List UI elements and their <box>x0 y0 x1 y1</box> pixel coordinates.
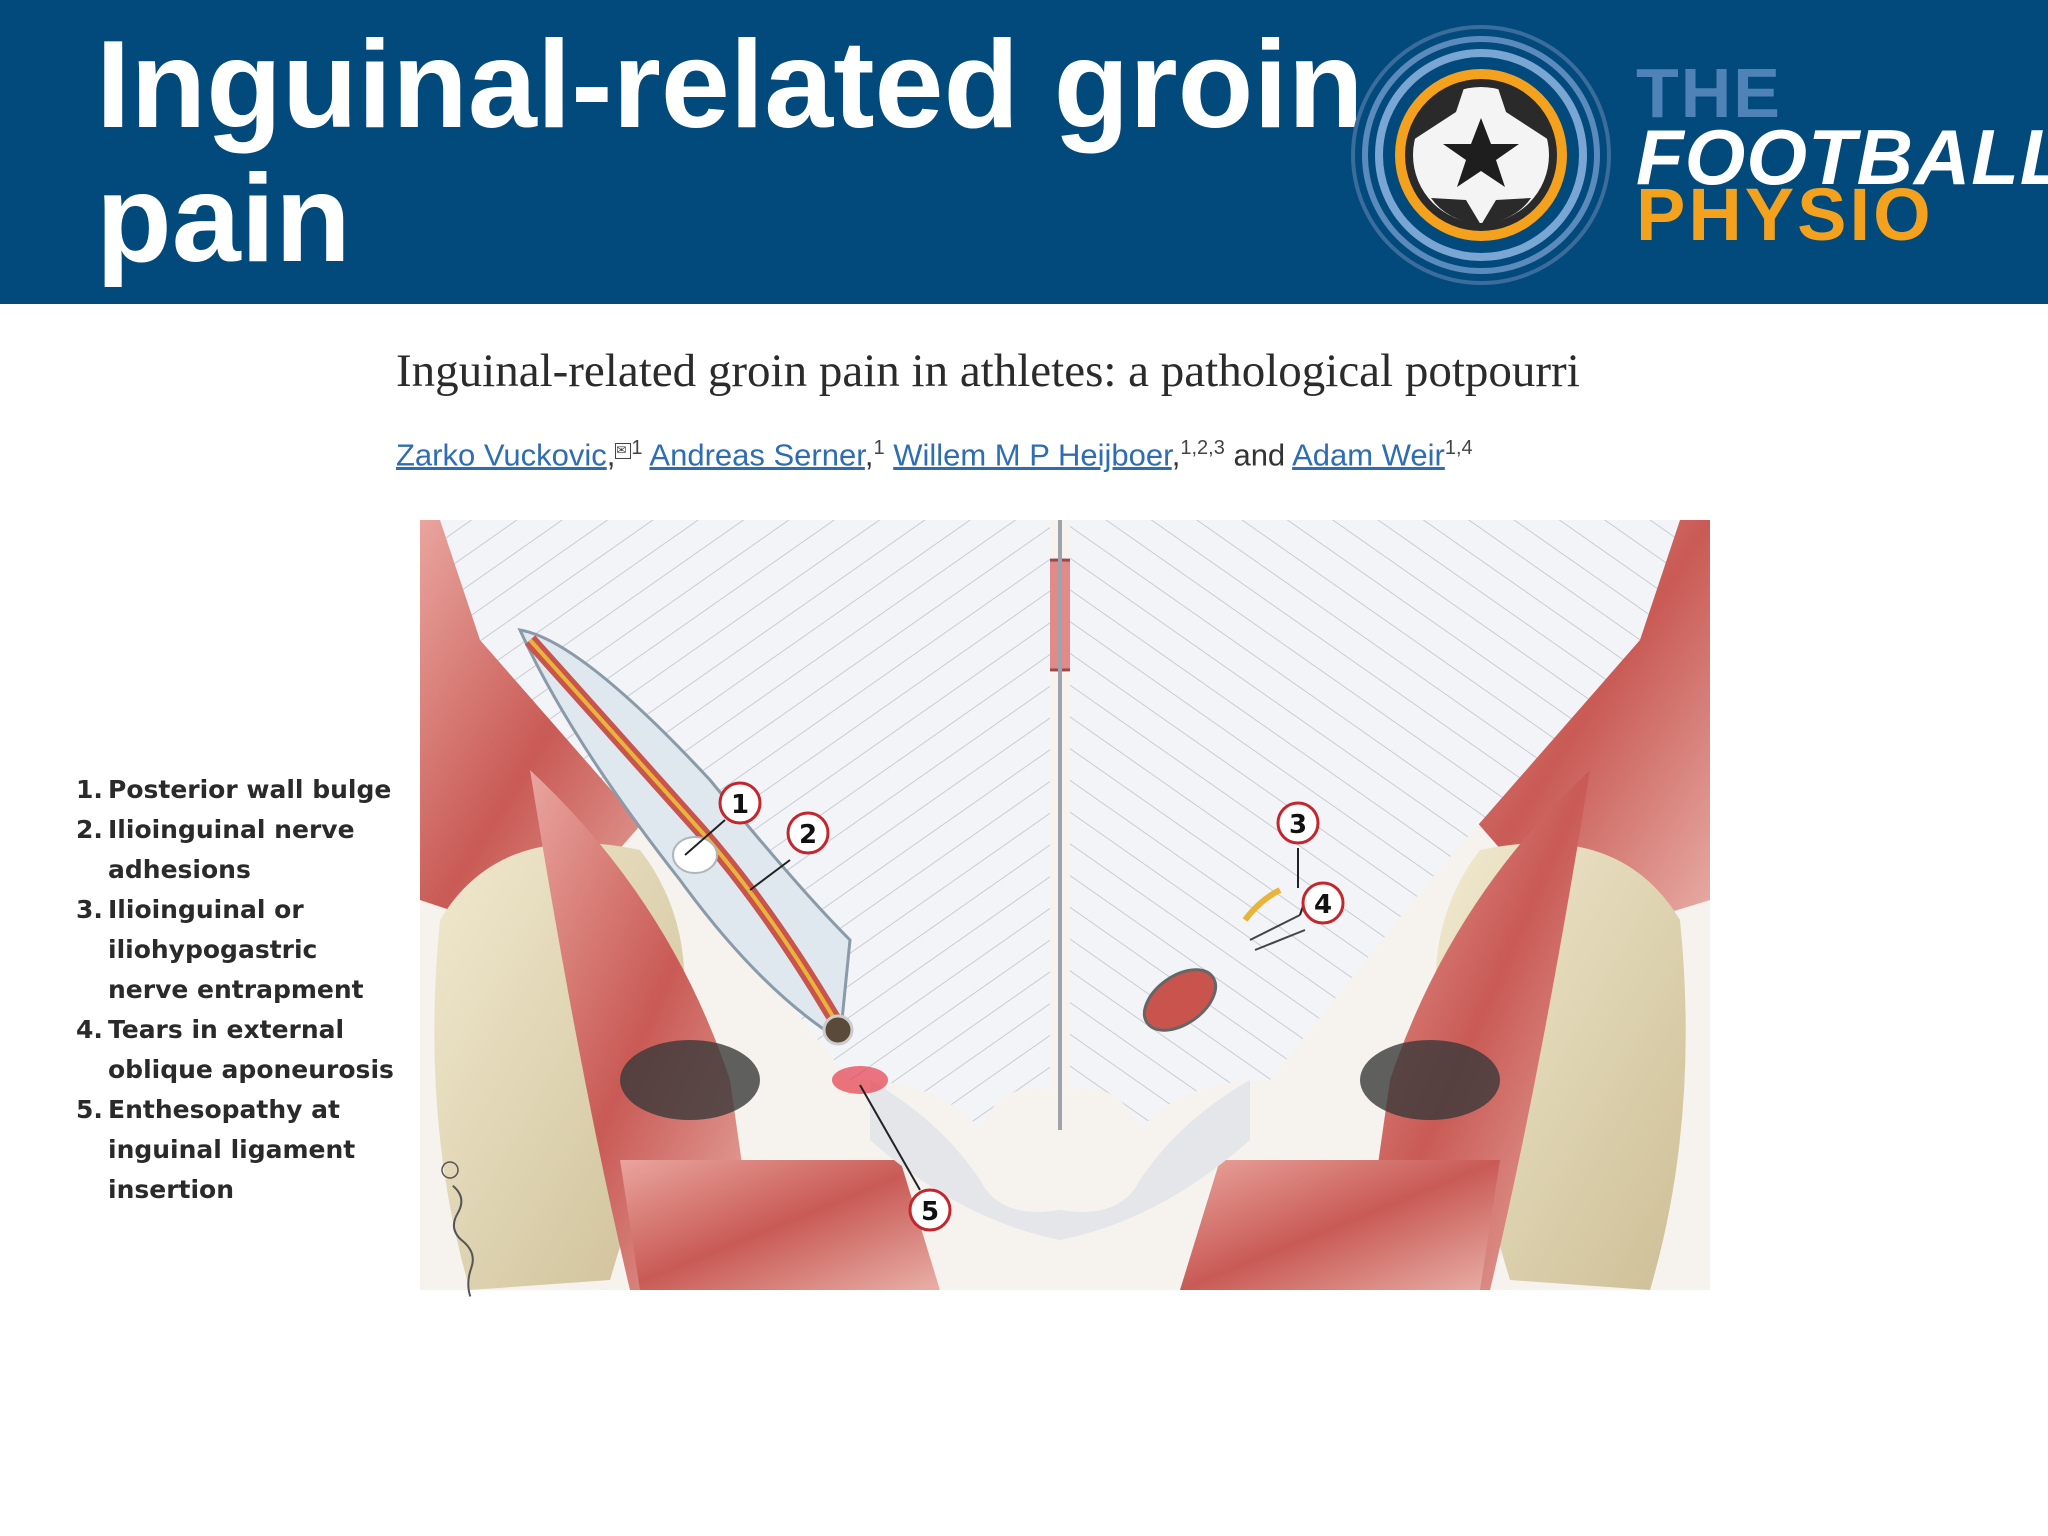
svg-text:5: 5 <box>921 1197 939 1227</box>
marker-5: 5 <box>859 1084 952 1232</box>
author-affil-2: 1 <box>873 437 885 459</box>
svg-text:2: 2 <box>799 820 817 850</box>
marker-1: 1 <box>684 781 762 856</box>
author-link-2[interactable]: Andreas Serner <box>649 437 865 473</box>
brand-physio-text: PHYSIO <box>1636 173 1934 256</box>
marker-4: 4 <box>1299 881 1345 925</box>
legend-item-5: 5. Enthesopathy at inguinal ligament ins… <box>76 1095 356 1204</box>
figure-legend: 1. Posterior wall bulge 2. Ilioinguinal … <box>76 770 496 1210</box>
email-icon[interactable]: ✉ <box>615 443 632 459</box>
slide-title-line-1: Inguinal-related groin <box>96 16 1364 154</box>
author-affil-3: 1,2,3 <box>1180 437 1225 459</box>
legend-item-4: 4. Tears in external oblique aponeurosis <box>76 1015 394 1084</box>
marker-3: 3 <box>1276 801 1320 888</box>
slide-title-line-2: pain <box>96 150 351 288</box>
anatomy-illustration: 1 2 3 4 5 <box>420 520 1710 1297</box>
header-banner: Inguinal-related groin pain THE FOOTBALL… <box>0 0 2048 304</box>
brand-the-text: THE <box>1636 54 1782 132</box>
author-list: Zarko Vuckovic,✉1 Andreas Serner,1 Wille… <box>396 437 1473 473</box>
paper-title: Inguinal-related groin pain in athletes:… <box>396 345 1580 397</box>
author-link-4[interactable]: Adam Weir <box>1292 437 1445 473</box>
brand-football-text: FOOTBALL <box>1636 113 2048 201</box>
slide-title: Inguinal-related groin pain <box>96 18 1396 286</box>
author-affil-1: 1 <box>631 437 643 459</box>
football-logo-icon <box>1351 25 1611 285</box>
author-affil-4: 1,4 <box>1444 437 1473 459</box>
legend-item-2: 2. Ilioinguinal nerve adhesions <box>76 815 355 884</box>
svg-text:3: 3 <box>1289 810 1307 840</box>
svg-text:4: 4 <box>1314 890 1332 920</box>
legend-item-1: 1. Posterior wall bulge <box>76 775 392 804</box>
author-conjunction: and <box>1233 437 1286 473</box>
author-link-1[interactable]: Zarko Vuckovic <box>396 437 607 473</box>
svg-text:1: 1 <box>731 790 749 820</box>
author-link-3[interactable]: Willem M P Heijboer <box>893 437 1172 473</box>
legend-item-3: 3. Ilioinguinal or iliohypogastric nerve… <box>76 895 364 1004</box>
marker-2: 2 <box>749 811 830 891</box>
artist-signature-icon <box>441 1161 474 1297</box>
